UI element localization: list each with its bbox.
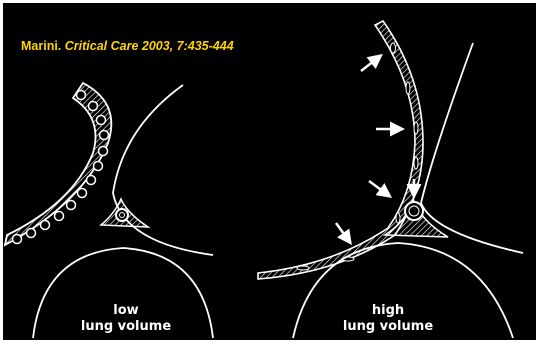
alveolus-arc-right-2 [421,43,523,253]
low-volume-panel [5,83,213,338]
alveolar-vessel-diagram [3,3,536,340]
high-volume-panel [258,21,523,338]
low-volume-caption: low lung volume [71,303,181,335]
citation: Marini. Critical Care 2003, 7:435-444 [21,39,234,53]
dilated-corner-vessel [405,202,423,220]
arrow-icon [369,181,388,195]
figure-canvas: Marini. Critical Care 2003, 7:435-444 lo… [3,3,536,340]
caption-line1: low [71,303,181,319]
citation-journal: Critical Care 2003, 7:435-444 [65,39,234,53]
stretched-alveolar-wall [258,21,423,279]
corner-vessel [116,209,128,221]
caption-line2: lung volume [71,319,181,335]
arrow-icon [336,223,349,241]
high-volume-caption: high lung volume [333,303,443,335]
arrow-icon [361,57,379,71]
citation-author: Marini. [21,39,61,53]
alveolus-arc-right [113,85,213,255]
caption-line1: high [333,303,443,319]
caption-line2: lung volume [333,319,443,335]
